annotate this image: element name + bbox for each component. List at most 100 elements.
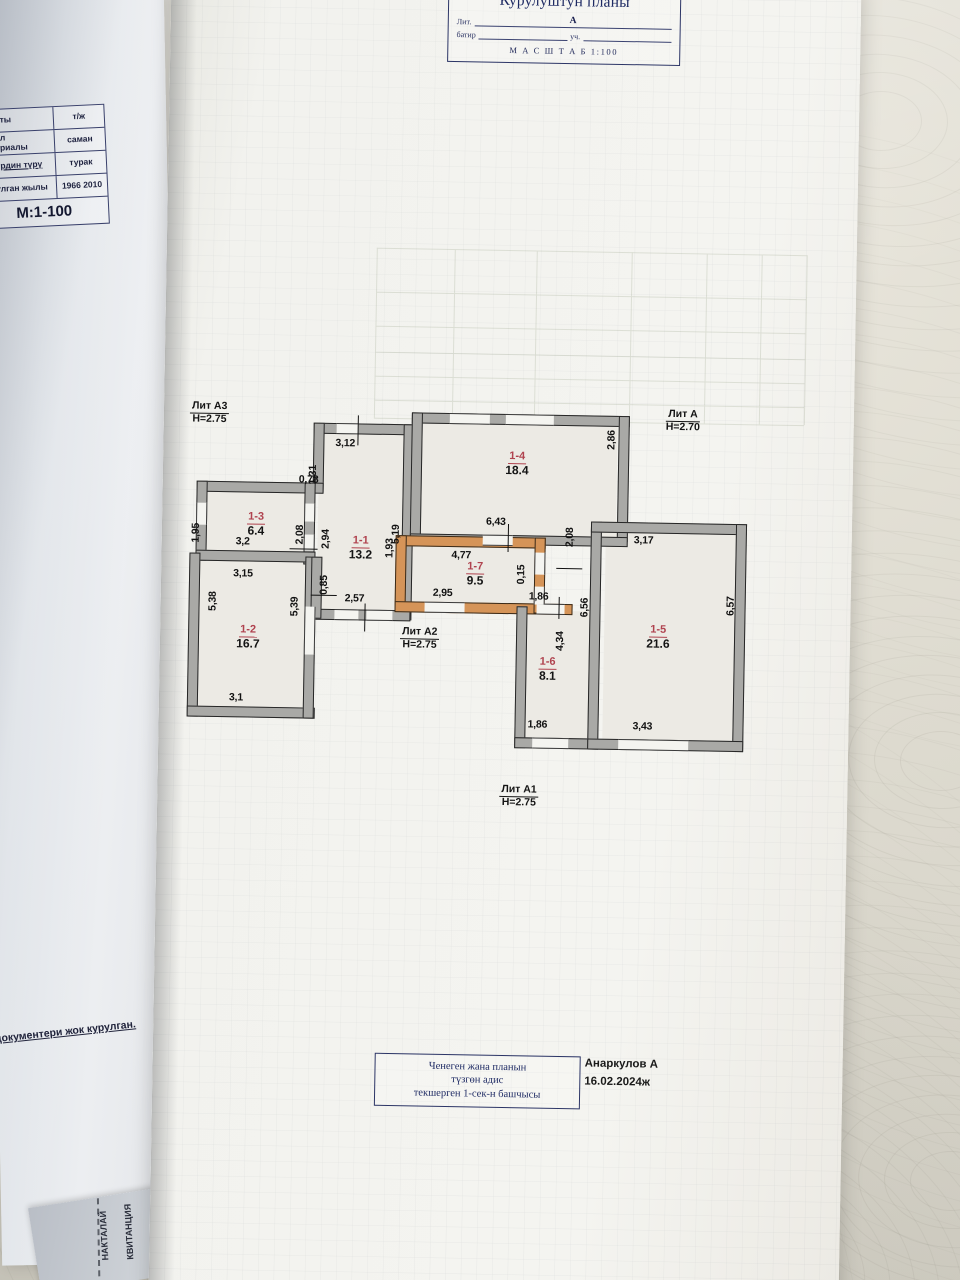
showthrough-line [375, 325, 806, 335]
dimension-tick [556, 567, 583, 570]
wall-bottom-1-2 [186, 705, 315, 719]
litera-a1-label: Лит А1 Н=2.75 [499, 783, 539, 809]
spec-value: саман [66, 133, 93, 145]
litera-a3-label: Лит А3 Н=2.75 [189, 400, 230, 425]
litera-rule: A [474, 16, 672, 30]
dimension-5-38: 5,38 [206, 591, 219, 611]
dimension-6-43: 6,43 [485, 515, 506, 528]
door-opening [334, 609, 359, 621]
slip-text-2: КВИТАНЦИЯ [122, 1203, 136, 1260]
dimension-5-39: 5,39 [288, 596, 301, 617]
dimension-3-2: 3,2 [235, 535, 250, 548]
room-fill-1-4 [415, 422, 618, 541]
room-label-1-5: 1-5 21.6 [646, 623, 670, 651]
door-opening [534, 552, 546, 575]
showthrough-line [703, 253, 708, 424]
litera-a-label: Лит А Н=2.70 [665, 407, 701, 434]
dimension-0-15: 0,15 [514, 564, 528, 585]
door-opening [304, 503, 316, 522]
dimension-1-93: 1,93 [383, 538, 396, 559]
signer-date: 16.02.2024ж [584, 1075, 651, 1089]
showthrough-line [533, 250, 538, 421]
room-label-1-7: 1-7 9.5 [466, 560, 485, 588]
wall-top-1-1 [313, 422, 414, 436]
floor-plan: Лит А3 Н=2.75 Лит А Н=2.70 Лит А2 Н=2.75… [181, 394, 809, 845]
approval-block: Ченеген жана планын түзгөн адис текшерге… [373, 1052, 581, 1110]
dimension-6-57: 6,57 [724, 596, 737, 617]
window-opening [618, 738, 689, 752]
window-opening [505, 413, 554, 426]
spec-value: т/ж [72, 110, 86, 122]
flat-plot-field: батир уч. [456, 29, 672, 43]
dimension-1-95: 1,95 [189, 522, 202, 543]
window-opening [336, 423, 359, 435]
signer-info: Анаркулов А 16.02.2024ж [584, 1055, 658, 1092]
scale-text: М А С Ш Т А Б 1:100 [509, 44, 619, 57]
spec-label: дубал материалы [0, 132, 28, 154]
dimension-1-86-b: 1,86 [527, 718, 548, 731]
spec-label: курулган жылы [0, 181, 48, 195]
showthrough-line [758, 254, 763, 425]
window-opening [424, 601, 465, 614]
room-label-1-2: 1-2 16.7 [236, 623, 260, 651]
spec-label: батирдин түрү [0, 158, 43, 172]
approval-line-3: текшерген 1-сек-н башчысы [413, 1087, 541, 1101]
litera-a2-label: Лит А2 Н=2.75 [400, 625, 440, 651]
litera-label: Лит. [456, 17, 472, 27]
wall-left-1-4 [409, 412, 423, 539]
dimension-4-77: 4,77 [451, 549, 472, 562]
dimension-0-78: 0,78 [298, 473, 319, 486]
spec-label: багыты [0, 114, 12, 126]
room-label-1-1: 1-1 13.2 [348, 534, 373, 562]
wall-bottom-1-3 [195, 549, 316, 563]
plan-heading: Курулуштун планы [499, 0, 630, 12]
dimension-3-43: 3,43 [632, 720, 653, 733]
left-page-spec-table: багыты т/ж дубал материалы саман батирди… [0, 103, 110, 230]
wall-between-1-6-1-5 [587, 521, 603, 750]
dimension-2-08-a: 2,08 [293, 524, 306, 545]
showthrough-line [374, 351, 805, 361]
dimension-2-94: 2,94 [319, 529, 332, 549]
door-opening [303, 606, 316, 655]
spec-value: 1966 2010 [61, 179, 103, 192]
dimension-2-57: 2,57 [344, 592, 365, 605]
plot-rule [583, 31, 672, 43]
litera-value: A [569, 16, 577, 27]
wall-left-1-7 [394, 535, 407, 612]
dimension-2-86: 2,86 [605, 430, 618, 450]
door-opening [536, 603, 565, 616]
dimension-0-85: 0,85 [317, 575, 331, 595]
dimension-4-34: 4,34 [553, 631, 567, 652]
room-label-1-3: 1-3 6.4 [247, 510, 266, 538]
dimension-3-1: 3,1 [228, 691, 244, 704]
window-opening [532, 737, 569, 750]
dimension-3-17: 3,17 [633, 534, 654, 547]
signer-name: Анаркулов А [584, 1057, 659, 1071]
flat-label: батир [456, 30, 476, 40]
room-label-1-4: 1-4 18.4 [505, 450, 529, 478]
showthrough-line [376, 291, 806, 301]
door-opening [366, 609, 393, 622]
showthrough-line [451, 249, 456, 420]
slip-text-1: НАКТАЛАЙ [97, 1210, 111, 1261]
dimension-3-15: 3,15 [233, 567, 253, 580]
flat-rule [478, 29, 568, 41]
plot-label: уч. [570, 32, 581, 42]
page-surface: Курулуштун планы Лит. A батир уч. М А С … [148, 0, 862, 1280]
showthrough-line [628, 252, 633, 423]
title-block: Курулуштун планы Лит. A батир уч. М А С … [447, 0, 682, 66]
swirl-arc [900, 731, 960, 791]
dimension-1-86-a: 1,86 [528, 590, 549, 603]
left-page-scale: M:1-100 [15, 202, 73, 222]
showthrough-line [374, 375, 805, 385]
right-page: Курулуштун планы Лит. A батир уч. М А С … [148, 0, 862, 1280]
dimension-2-95: 2,95 [432, 586, 453, 600]
dimension-3-12: 3,12 [335, 437, 356, 450]
dimension-2-08-b: 2,08 [563, 527, 576, 548]
room-label-1-6: 1-6 8.1 [538, 655, 557, 683]
window-opening [449, 413, 490, 425]
dimension-6-56: 6,56 [578, 597, 591, 618]
spec-value: турак [69, 156, 93, 168]
litera-field: Лит. A [457, 16, 672, 30]
